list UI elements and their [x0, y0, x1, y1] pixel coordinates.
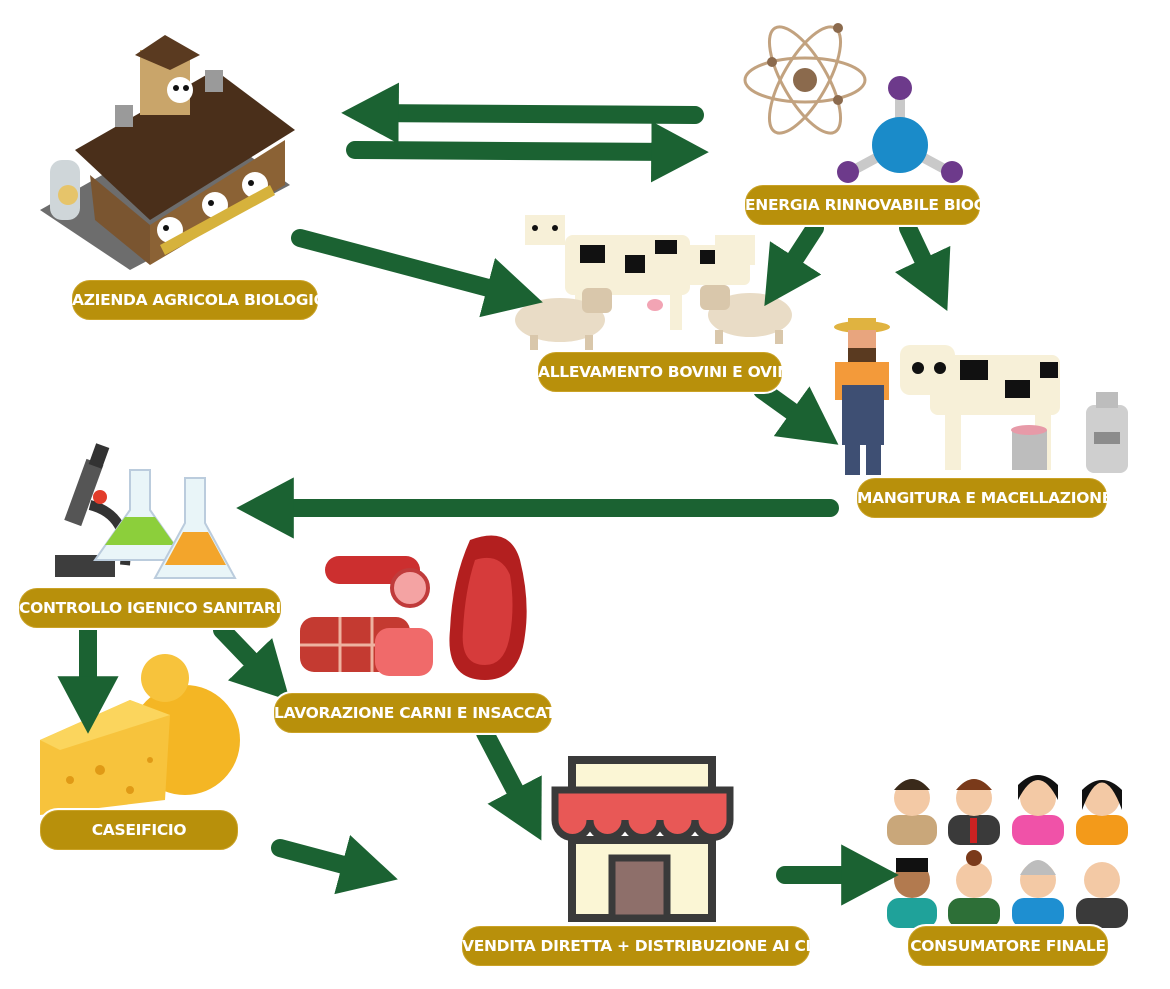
salami-icon	[300, 556, 433, 676]
atom-icon	[743, 23, 867, 135]
label-vendita: VENDITA DIRETTA + DISTRIBUZIONE AI CLIEN…	[460, 924, 860, 968]
meat-steak-icon	[449, 535, 527, 680]
farm-building-icon	[40, 35, 295, 270]
molecule-icon	[837, 76, 963, 183]
farmer-cow-icon	[834, 318, 1128, 475]
label-caseificio: CASEIFICIO	[38, 808, 240, 852]
cows-sheep-icon	[515, 215, 792, 350]
label-mungitura: MANGITURA E MACELLAZIONE	[855, 476, 1112, 520]
shop-icon	[551, 756, 734, 922]
label-allevamento: ALLEVAMENTO BOVINI E OVINI	[536, 350, 796, 394]
label-controllo: CONTROLLO IGENICO SANITARI	[17, 586, 283, 630]
label-azienda-agricola: AZIENDA AGRICOLA BIOLOGICA	[70, 278, 337, 322]
flask-icon	[93, 469, 237, 579]
label-energia-biogas: ENERGIA RINNOVABILE BIOGAS	[743, 183, 1009, 227]
label-consumatore: CONSUMATORE FINALE	[906, 924, 1110, 968]
people-icon	[887, 775, 1128, 928]
cheese-icon	[40, 654, 240, 815]
label-lavorazione: LAVORAZIONE CARNI E INSACCATI	[272, 691, 562, 735]
